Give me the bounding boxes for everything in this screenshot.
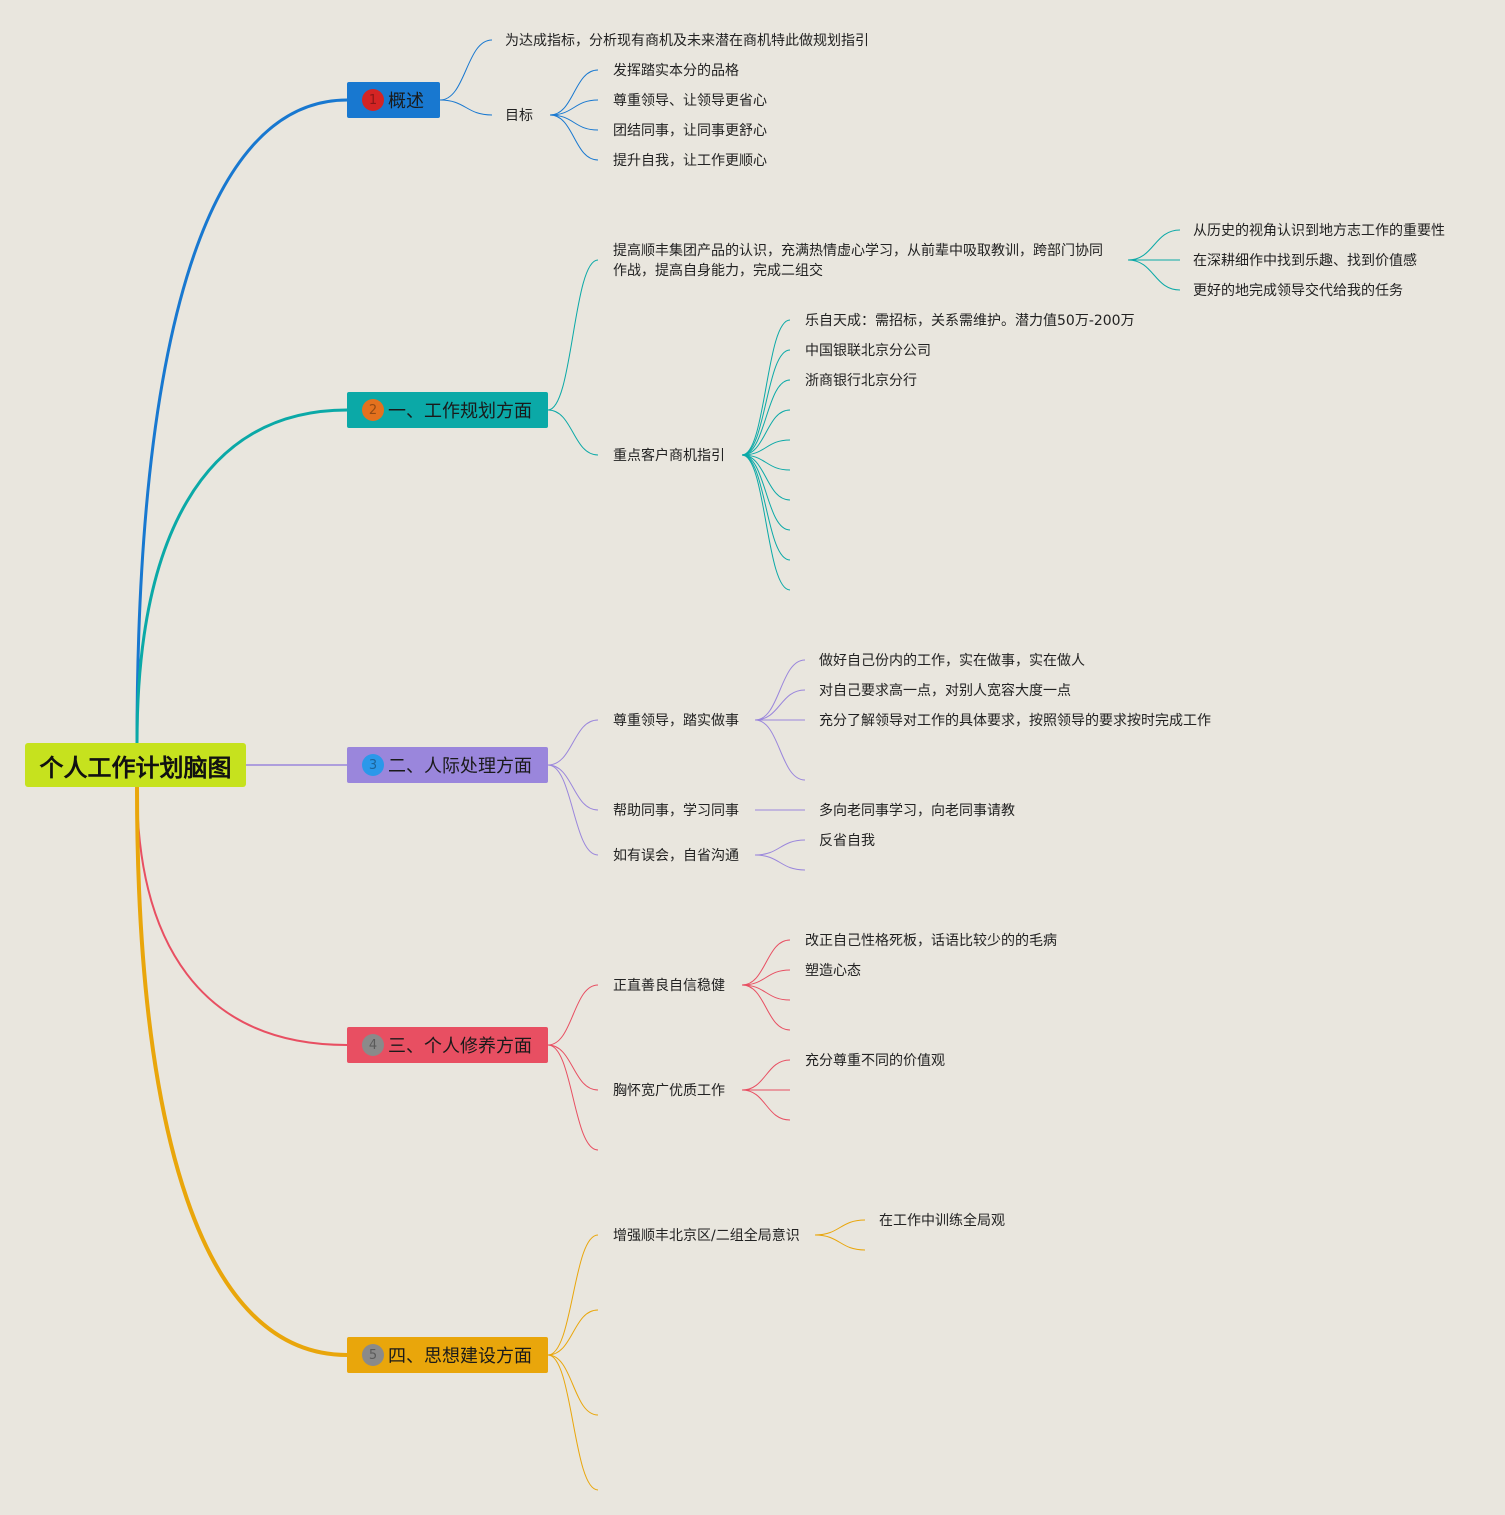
topic-respect-item[interactable]: 充分了解领导对工作的具体要求，按照领导的要求按时完成工作: [819, 713, 1211, 729]
connector-line: [439, 39, 493, 101]
number-badge: 5: [362, 1344, 384, 1366]
topic-honest[interactable]: 正直善良自信稳健: [613, 978, 725, 994]
connector-line: [547, 1354, 599, 1416]
connector-line: [547, 1309, 599, 1356]
connector-line: [547, 1354, 599, 1491]
topic-help-item[interactable]: 多向老同事学习，向老同事请教: [819, 803, 1015, 819]
connector-line: [754, 719, 806, 781]
topic-improve-item[interactable]: 更好的地完成领导交代给我的任务: [1193, 283, 1403, 299]
branch-label: 四、思想建设方面: [388, 1346, 532, 1367]
topic-broad-item[interactable]: 充分尊重不同的价值观: [805, 1053, 945, 1069]
connector-line: [741, 454, 791, 591]
topic-broad-minded[interactable]: 胸怀宽广优质工作: [613, 1083, 725, 1099]
connector-line: [439, 99, 493, 116]
topic-improve-item[interactable]: 从历史的视角认识到地方志工作的重要性: [1193, 223, 1445, 239]
topic-goal-item[interactable]: 尊重领导、让领导更省心: [613, 93, 767, 109]
topic-help-colleagues[interactable]: 帮助同事，学习同事: [613, 803, 739, 819]
branch-overview[interactable]: 1 概述: [347, 82, 440, 118]
number-badge: 3: [362, 754, 384, 776]
branch-connector: [135, 786, 348, 1357]
topic-global-awareness[interactable]: 增强顺丰北京区/二组全局意识: [613, 1228, 800, 1244]
number-badge: 2: [362, 399, 384, 421]
topic-honest-item[interactable]: 改正自己性格死板，话语比较少的的毛病: [805, 933, 1057, 949]
connector-line: [741, 349, 791, 456]
branch-ideology[interactable]: 5 四、思想建设方面: [347, 1337, 548, 1373]
branch-label: 三、个人修养方面: [388, 1036, 532, 1057]
number-badge: 4: [362, 1034, 384, 1056]
branch-work-planning[interactable]: 2 一、工作规划方面: [347, 392, 548, 428]
connector-line: [1127, 259, 1181, 291]
connector-line: [547, 409, 599, 456]
connector-line: [547, 764, 599, 811]
branch-label: 二、人际处理方面: [388, 756, 532, 777]
connector-line: [547, 1234, 599, 1356]
connector-line: [741, 454, 791, 531]
connector-line: [547, 719, 599, 766]
topic-goal-item[interactable]: 提升自我，让工作更顺心: [613, 153, 767, 169]
connector-line: [814, 1234, 866, 1251]
branch-label: 一、工作规划方面: [388, 401, 532, 422]
connector-line: [549, 99, 599, 116]
topic-key-clients[interactable]: 重点客户商机指引: [613, 448, 725, 464]
connector-line: [549, 114, 599, 131]
connector-line: [754, 689, 806, 721]
connector-line: [547, 764, 599, 856]
connector-line: [547, 1044, 599, 1151]
topic-global-item[interactable]: 在工作中训练全局观: [879, 1213, 1005, 1229]
connector-line: [754, 839, 806, 856]
connector-line: [741, 379, 791, 456]
branch-self-cultivation[interactable]: 4 三、个人修养方面: [347, 1027, 548, 1063]
connector-line: [754, 854, 806, 871]
connector-line: [814, 1219, 866, 1236]
connector-line: [547, 984, 599, 1046]
connector-line: [549, 69, 599, 116]
topic-respect-leaders[interactable]: 尊重领导，踏实做事: [613, 713, 739, 729]
connector-line: [741, 984, 791, 1031]
connector-line: [741, 939, 791, 986]
branch-connector: [136, 786, 348, 1046]
number-badge: 1: [362, 89, 384, 111]
connector-line: [547, 259, 599, 411]
topic-misunderstanding-item[interactable]: 反省自我: [819, 833, 875, 849]
topic-goal-item[interactable]: 发挥踏实本分的品格: [613, 63, 739, 79]
topic-improve-item[interactable]: 在深耕细作中找到乐趣、找到价值感: [1193, 253, 1417, 269]
connector-line: [741, 969, 791, 986]
connector-line: [741, 454, 791, 561]
connector-line: [741, 984, 791, 1001]
topic-honest-item[interactable]: 塑造心态: [805, 963, 861, 979]
topic-client-item[interactable]: 浙商银行北京分行: [805, 373, 917, 389]
connector-line: [741, 1059, 791, 1091]
topic-improve-knowledge[interactable]: 提高顺丰集团产品的认识，充满热情虚心学习，从前辈中吸取教训，跨部门协同作战，提高…: [613, 243, 1103, 279]
topic-client-item[interactable]: 乐自天成：需招标，关系需维护。潜力值50万-200万: [805, 313, 1135, 329]
connector-line: [549, 114, 599, 161]
connector-line: [741, 319, 791, 456]
branch-connector: [135, 408, 348, 744]
connector-line: [741, 454, 791, 501]
topic-overview-intro[interactable]: 为达成指标，分析现有商机及未来潜在商机特此做规划指引: [505, 33, 869, 49]
connector-line: [1127, 229, 1181, 261]
connector-line: [741, 439, 791, 456]
topic-goal[interactable]: 目标: [505, 108, 533, 124]
branch-connector: [135, 98, 348, 744]
connector-line: [741, 1089, 791, 1121]
connector-line: [741, 409, 791, 456]
topic-respect-item[interactable]: 对自己要求高一点，对别人宽容大度一点: [819, 683, 1071, 699]
branch-interpersonal[interactable]: 3 二、人际处理方面: [347, 747, 548, 783]
branch-label: 概述: [388, 91, 424, 112]
root-topic[interactable]: 个人工作计划脑图: [25, 743, 246, 787]
topic-misunderstanding[interactable]: 如有误会，自省沟通: [613, 848, 739, 864]
topic-goal-item[interactable]: 团结同事，让同事更舒心: [613, 123, 767, 139]
topic-respect-item[interactable]: 做好自己份内的工作，实在做事，实在做人: [819, 653, 1085, 669]
topic-client-item[interactable]: 中国银联北京分公司: [805, 343, 931, 359]
connector-line: [754, 659, 806, 721]
connector-line: [547, 1044, 599, 1091]
